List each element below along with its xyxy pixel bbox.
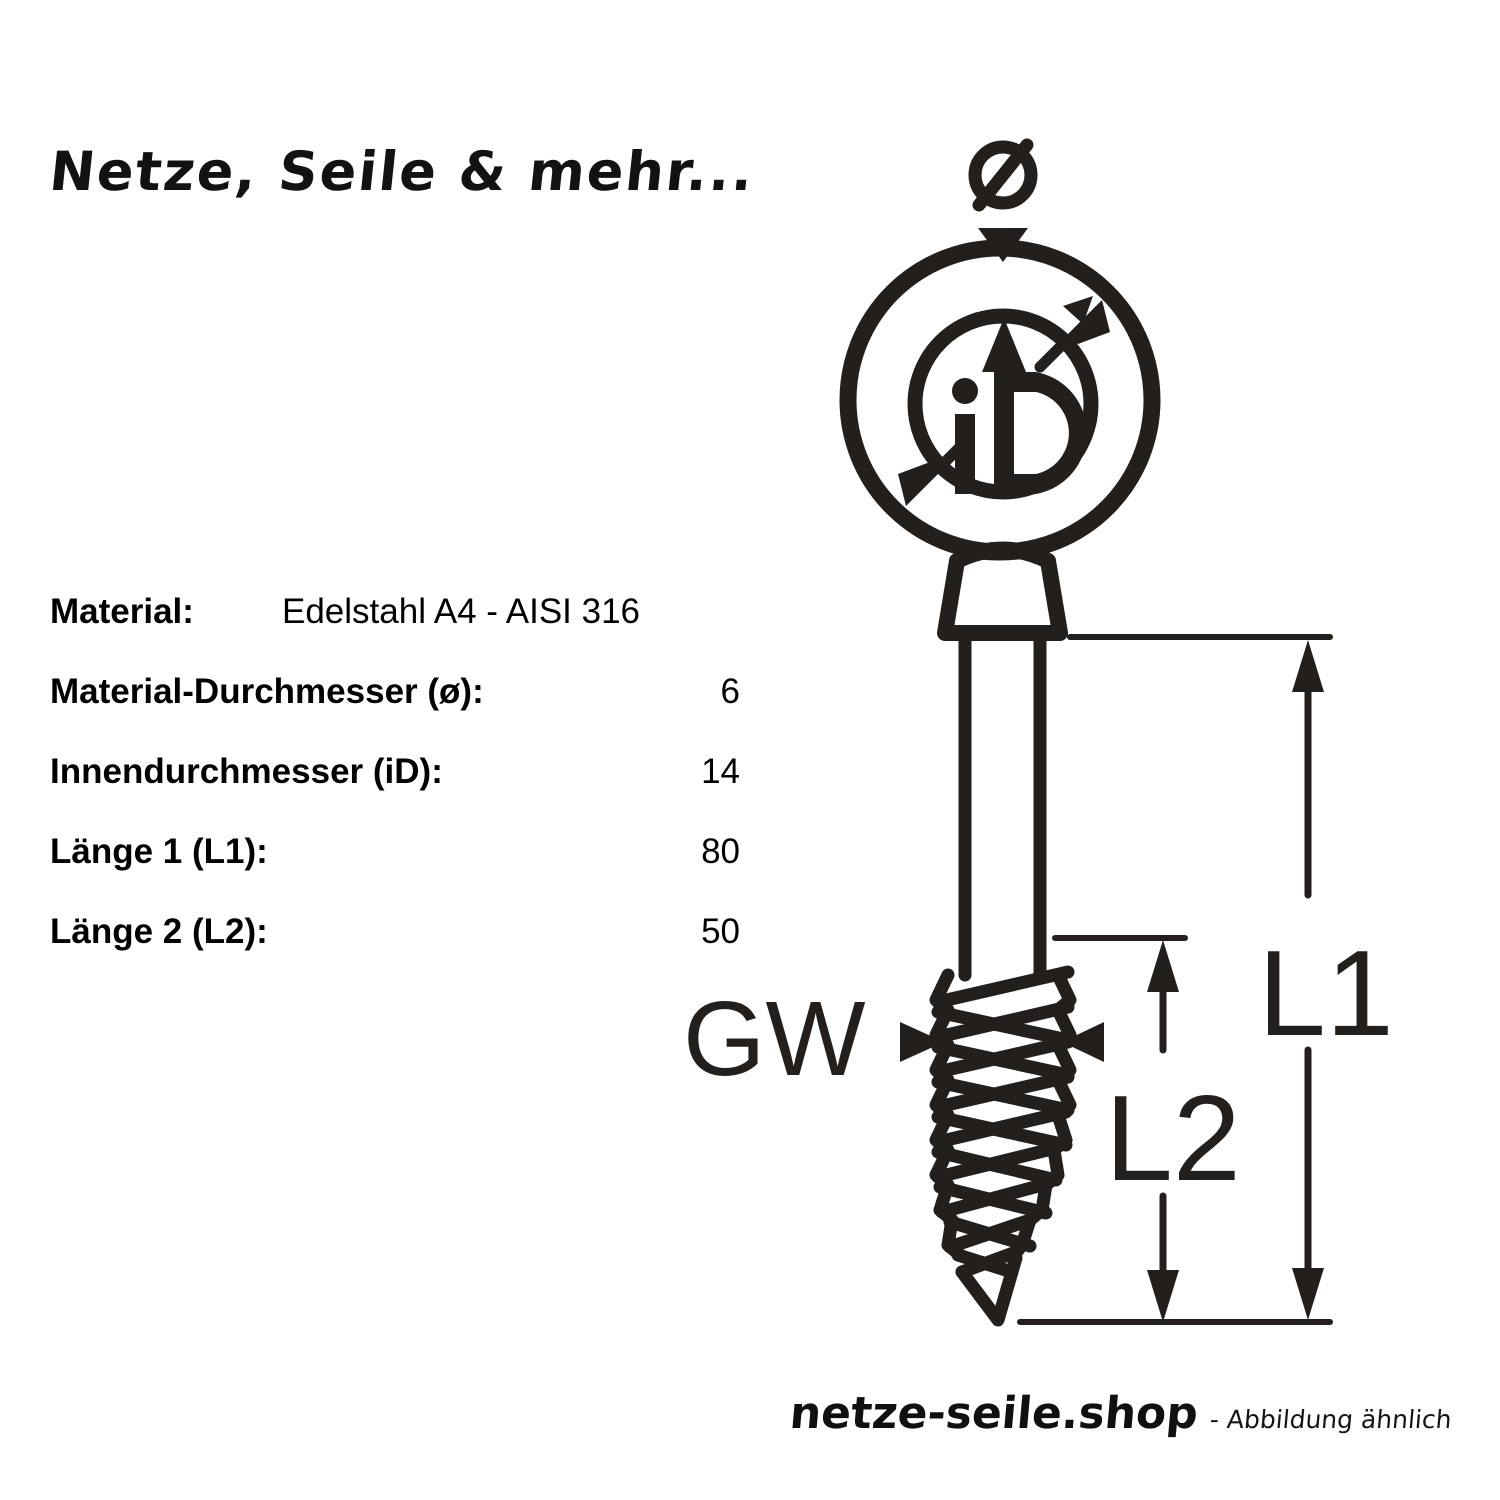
thread-label: GW	[683, 980, 866, 1098]
inner-diameter-arrow	[898, 296, 1110, 506]
length2-label: L2	[1105, 1070, 1241, 1206]
bolt-collar	[937, 553, 1068, 641]
spec-value: Edelstahl A4 - AISI 316	[282, 592, 641, 631]
spec-row-length2: Länge 2 (L2): 50	[50, 912, 740, 992]
spec-label: Innendurchmesser (iD):	[50, 752, 443, 791]
thread-arrow-left	[900, 1022, 944, 1062]
length1-label: L1	[1258, 925, 1394, 1061]
spec-label: Material-Durchmesser (ø):	[50, 672, 484, 711]
l2-dimension-arrow	[1147, 940, 1179, 1322]
spec-value: 80	[701, 832, 740, 871]
thread-arrow-right	[1062, 1022, 1104, 1062]
spec-row-material: Material: Edelstahl A4 - AISI 316	[50, 592, 740, 672]
screw-thread	[929, 965, 1077, 1327]
spec-label: Länge 1 (L1):	[50, 832, 268, 871]
spec-row-inner-diameter: Innendurchmesser (iD): 14	[50, 752, 740, 832]
l1-dimension-arrow	[1292, 640, 1324, 1320]
diameter-symbol-icon	[968, 138, 1038, 212]
spec-value: 6	[720, 672, 740, 711]
spec-value: 50	[701, 912, 740, 951]
spec-row-material-diameter: Material-Durchmesser (ø): 6	[50, 672, 740, 752]
spec-label: Länge 2 (L2):	[50, 912, 268, 951]
specification-list: Material: Edelstahl A4 - AISI 316 Materi…	[50, 592, 740, 992]
spec-value: 14	[701, 752, 740, 791]
spec-label: Material:	[50, 592, 194, 631]
footer-disclaimer: - Abbildung ähnlich	[1208, 1405, 1453, 1434]
inner-diameter-label	[952, 318, 1087, 495]
bolt-collar-top	[949, 541, 1056, 569]
spec-row-length1: Länge 1 (L1): 80	[50, 832, 740, 912]
shop-url: netze-seile.shop	[787, 1388, 1201, 1439]
footer: netze-seile.shop - Abbildung ähnlich	[787, 1388, 1453, 1439]
